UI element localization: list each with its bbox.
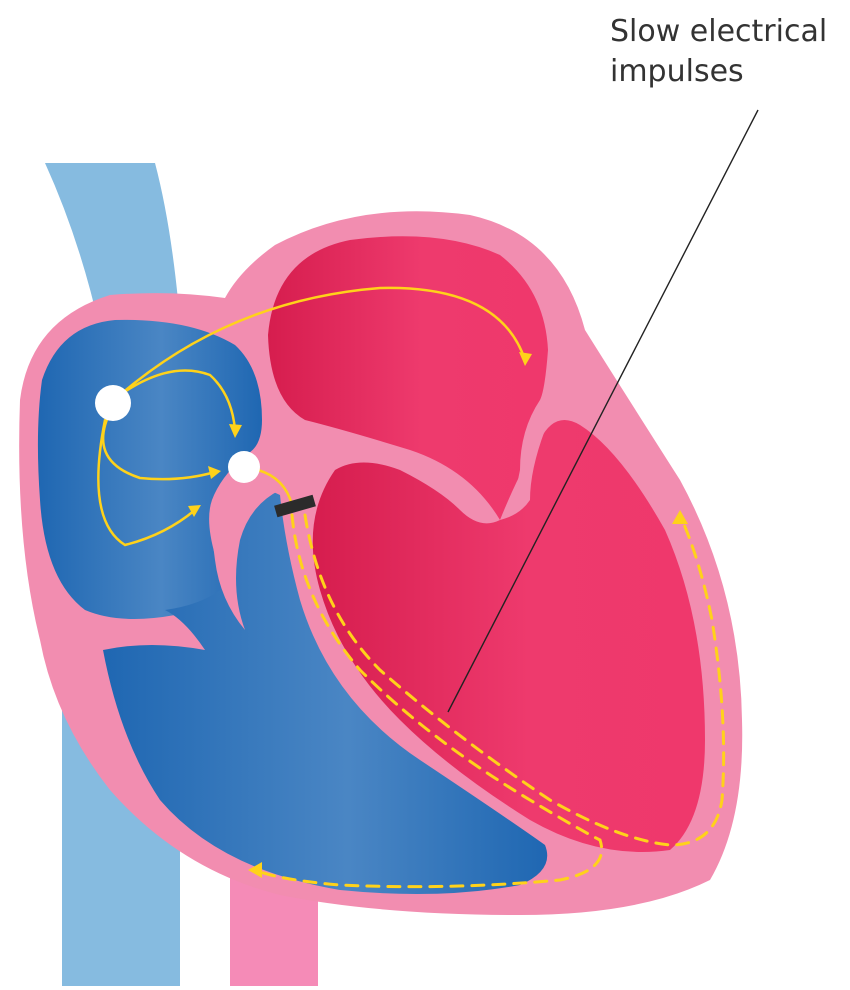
- sa-node: [95, 385, 131, 421]
- av-node: [228, 451, 260, 483]
- annotation-label: Slow electrical impulses: [610, 12, 845, 92]
- annotation-label-line2: impulses: [610, 52, 845, 92]
- annotation-label-line1: Slow electrical: [610, 12, 845, 52]
